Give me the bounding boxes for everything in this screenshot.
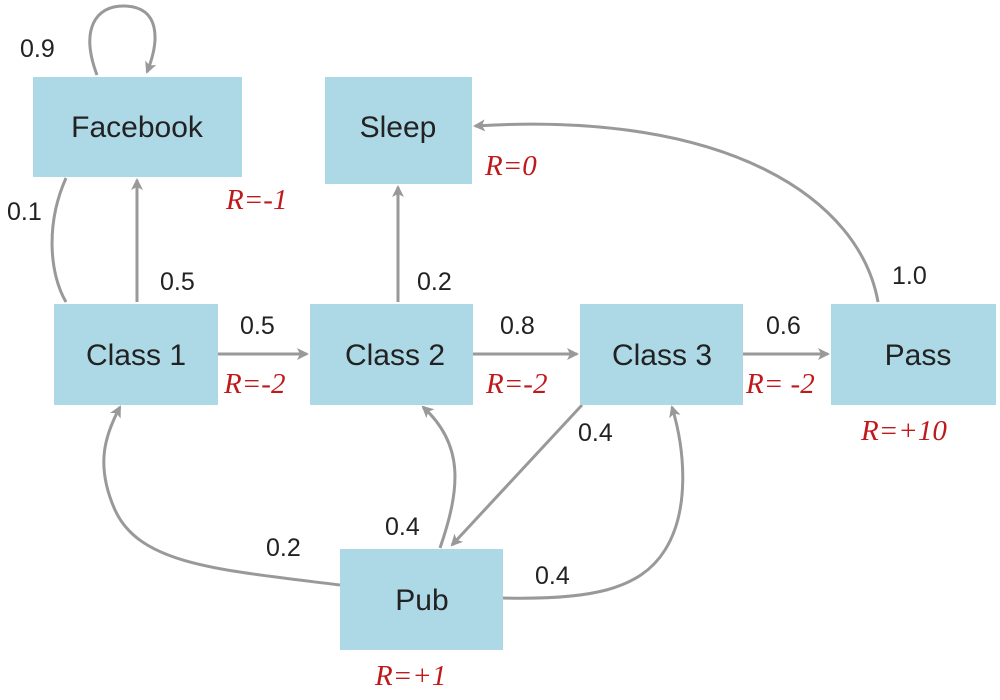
node-label: Sleep	[360, 111, 437, 144]
prob-class1-to-class2: 0.5	[240, 312, 275, 340]
reward-class2: R=-2	[485, 368, 547, 400]
node-label: Facebook	[71, 111, 204, 144]
prob-class2-to-sleep: 0.2	[417, 268, 452, 296]
node-pub: Pub	[340, 549, 503, 650]
node-class2: Class 2	[310, 304, 473, 405]
node-facebook: Facebook	[33, 77, 242, 177]
prob-facebook-to-class1: 0.1	[7, 198, 42, 226]
node-label: Class 2	[345, 339, 445, 372]
prob-class1-to-facebook: 0.5	[160, 268, 195, 296]
prob-class3-to-pass: 0.6	[766, 312, 801, 340]
prob-pub-to-class1: 0.2	[266, 534, 301, 562]
node-label: Pass	[885, 339, 952, 372]
prob-class3-to-pub: 0.4	[578, 419, 613, 447]
reward-sleep: R=0	[484, 150, 537, 182]
prob-pass-to-sleep: 1.0	[892, 262, 927, 290]
node-class3: Class 3	[580, 304, 743, 405]
node-label: Class 1	[86, 339, 186, 372]
node-label: Pub	[395, 584, 448, 617]
node-class1: Class 1	[54, 304, 218, 405]
prob-pub-to-class3: 0.4	[535, 562, 570, 590]
prob-facebook-to-facebook: 0.9	[20, 35, 55, 63]
reward-class1: R=-2	[223, 368, 285, 400]
edge-facebook-to-class1	[50, 177, 68, 303]
edge-pub-to-class1	[102, 405, 341, 587]
prob-class2-to-class3: 0.8	[500, 312, 535, 340]
edge-pub-to-class3	[502, 405, 685, 600]
node-pass: Pass	[831, 304, 996, 405]
edge-facebook-self-loop	[88, 4, 157, 76]
node-label: Class 3	[612, 339, 712, 372]
reward-pub: R=+1	[374, 660, 446, 692]
reward-class3: R= -2	[745, 368, 815, 400]
edge-class3-to-pub	[450, 403, 584, 547]
reward-pass: R=+10	[860, 415, 947, 447]
node-sleep: Sleep	[325, 77, 472, 184]
prob-pub-to-class2: 0.4	[385, 513, 420, 541]
reward-facebook: R=-1	[225, 184, 287, 216]
edge-pass-to-sleep	[473, 119, 880, 303]
edge-pub-to-class2	[421, 405, 457, 549]
